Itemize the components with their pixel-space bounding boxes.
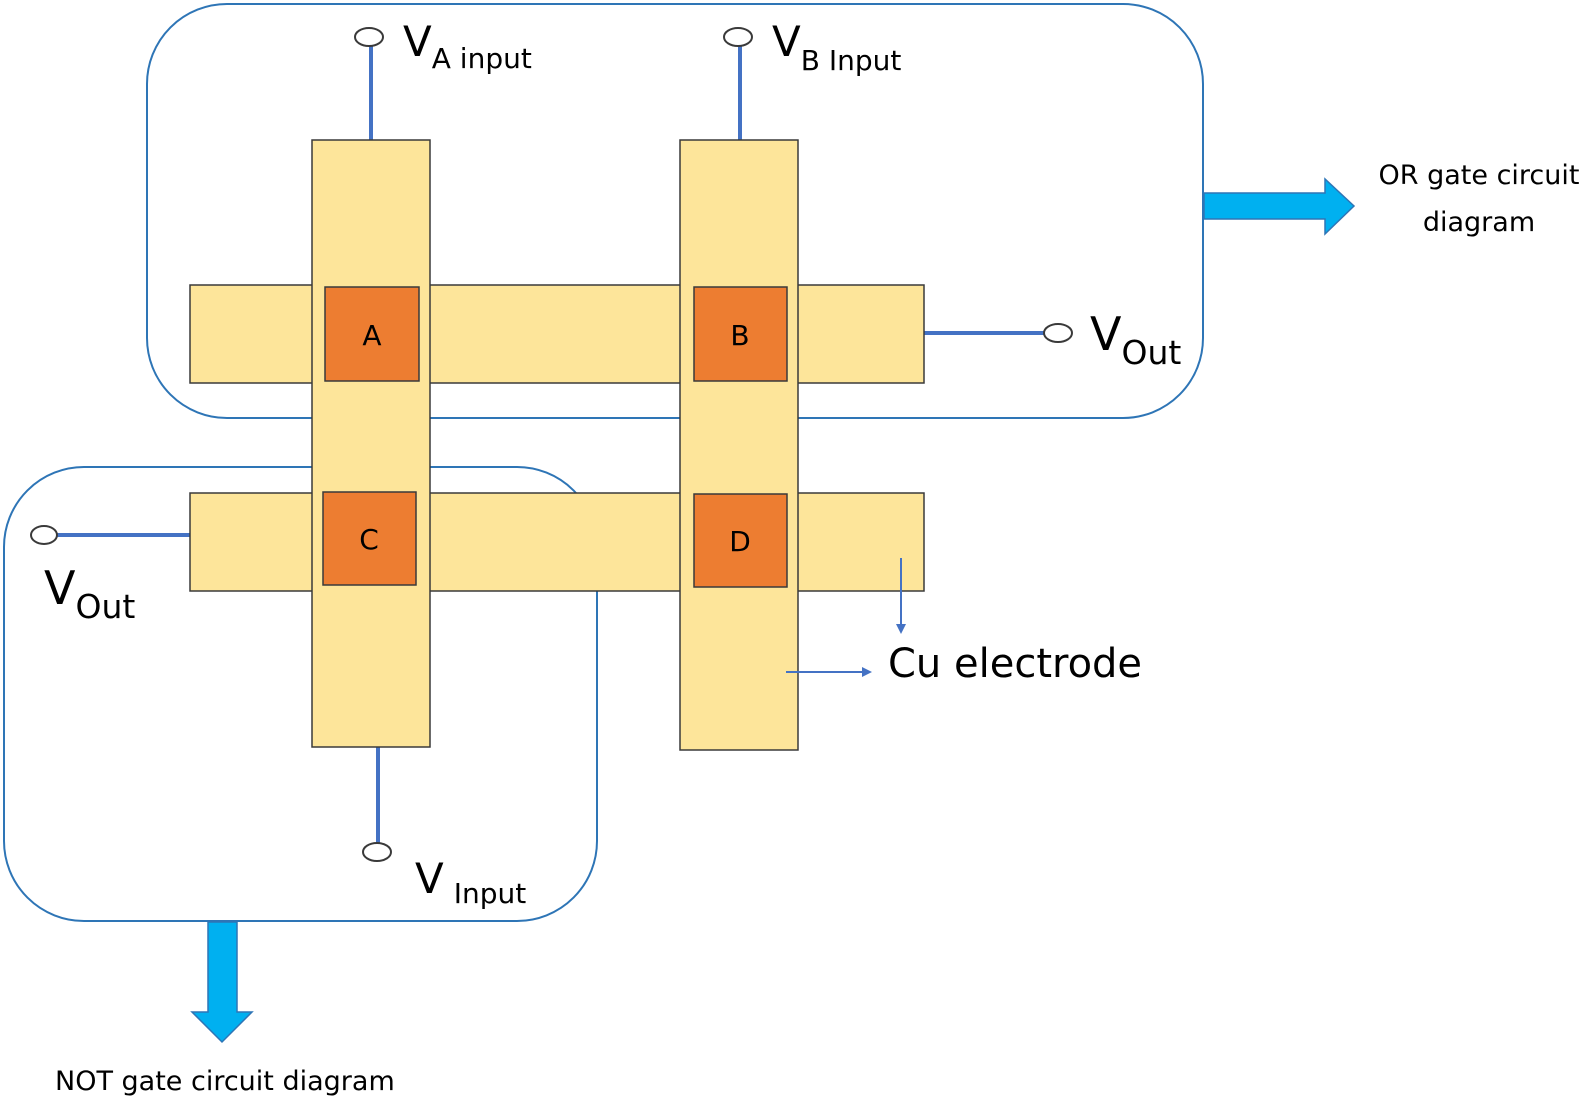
cu-electrode-label: Cu electrode — [888, 641, 1142, 687]
label-or-vout: VOut — [1090, 307, 1181, 372]
memristor-cell-c — [322, 491, 417, 586]
or-gate-right-arrow-icon — [1203, 177, 1356, 236]
not-gate-caption: NOT gate circuit diagram — [55, 1066, 395, 1097]
cell-label-c: C — [359, 523, 379, 556]
or-gate-region — [146, 3, 1204, 419]
not-gate-down-arrow-icon — [190, 921, 254, 1044]
cell-label-b: B — [730, 319, 749, 352]
terminal-not-output-icon — [30, 525, 58, 545]
memristor-cell-d — [693, 493, 788, 588]
terminal-b-input-icon — [723, 27, 753, 47]
top-horizontal-electrode — [189, 284, 925, 384]
memristor-cell-a — [324, 286, 420, 382]
or-gate-caption-line1: OR gate circuit — [1379, 160, 1580, 191]
terminal-not-input-icon — [362, 842, 392, 862]
left-vertical-electrode — [311, 139, 431, 748]
cell-label-d: D — [729, 525, 751, 558]
cell-label-a: A — [362, 319, 381, 352]
label-not-vout: VOut — [44, 561, 135, 626]
label-vb-input: VB Input — [772, 17, 901, 77]
right-vertical-electrode — [679, 139, 799, 751]
or-gate-caption-line2: diagram — [1423, 207, 1535, 238]
label-va-input: VA input — [403, 17, 532, 75]
memristor-cell-b — [693, 286, 788, 382]
bottom-horizontal-electrode — [189, 492, 925, 592]
terminal-a-input-icon — [354, 27, 384, 47]
not-gate-region — [3, 466, 598, 922]
terminal-or-output-icon — [1043, 323, 1073, 343]
